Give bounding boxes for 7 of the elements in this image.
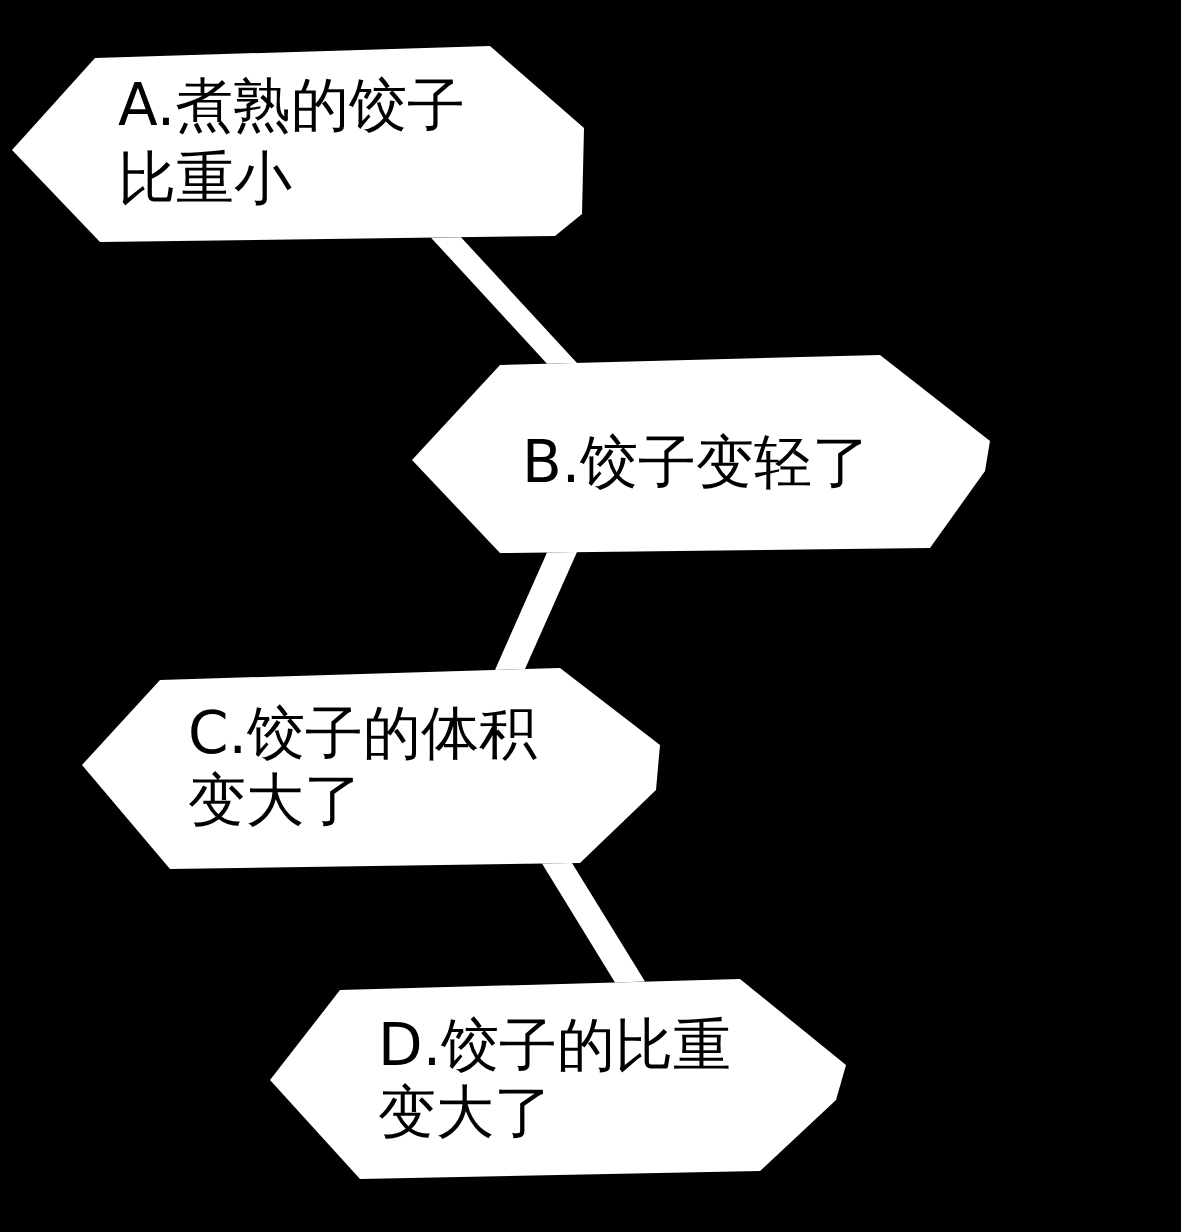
option-text: C.饺子的体积变大了 xyxy=(188,700,538,834)
connector-line xyxy=(431,237,577,364)
option-text: A.煮熟的饺子比重小 xyxy=(118,70,467,214)
connector-line xyxy=(495,552,577,670)
option-text: D.饺子的比重变大了 xyxy=(378,1012,733,1146)
connector-line xyxy=(542,863,645,983)
option-text: B.饺子变轻了 xyxy=(522,427,871,498)
